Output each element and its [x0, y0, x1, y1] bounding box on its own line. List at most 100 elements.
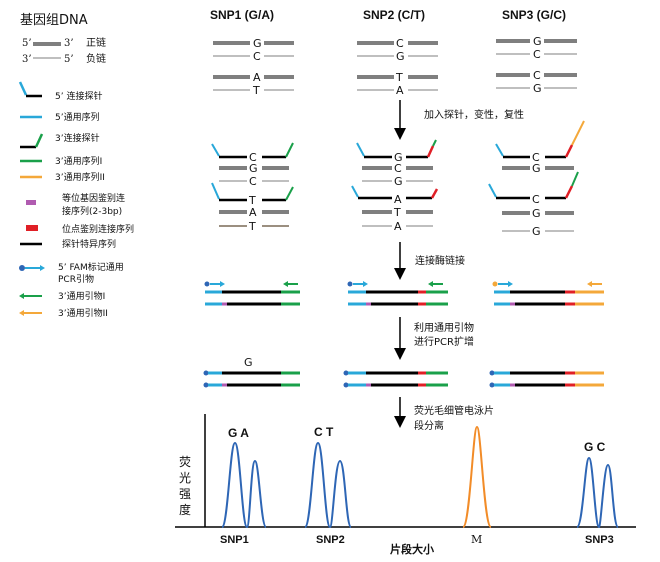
- snp3-lig-fam-arrowhead: [508, 281, 513, 287]
- snp3-b-3-tail: [571, 171, 579, 187]
- pos-strand-left-label: 5’: [22, 38, 32, 49]
- snp3-base-4: G: [533, 82, 542, 95]
- marker-peak: [462, 425, 492, 528]
- legend-title: 基因组DNA: [20, 13, 88, 28]
- row-probes-annealed: C G C T A T G C G A: [211, 120, 585, 238]
- legend-primer-I-arrowhead: [19, 293, 24, 299]
- snp3-pcr-a-dot: [489, 370, 495, 376]
- snp3-b-locus: [564, 185, 574, 199]
- ylabel-char-3: 强: [179, 487, 191, 501]
- snp1-peak-labels: G A: [228, 426, 249, 440]
- ylabel-char-1: 荧: [179, 455, 191, 469]
- snp3-pos2-left: [496, 73, 530, 77]
- snp1-a-3-tail: [285, 142, 294, 158]
- snp3-lig-fam-dot: [492, 281, 498, 287]
- snp2-base-4: A: [396, 84, 404, 97]
- snp1-a-base-2: G: [249, 162, 258, 175]
- snp2-a-strand-left: [362, 166, 392, 170]
- pos-strand-right-label: 3’: [64, 38, 74, 49]
- legend-item-fam: 5’ FAM标记通用: [58, 261, 124, 273]
- snp1-lig-primer-I-head: [283, 281, 288, 287]
- snp3-lig-primer-II-head: [587, 281, 592, 287]
- snp2-a-locus: [426, 145, 435, 158]
- snp1-pos-right: [264, 41, 294, 45]
- legend-item-allele-2: 接序列(2-3bp): [62, 205, 122, 217]
- snp3-peak-labels: G C: [584, 440, 606, 454]
- snp3-a-3-tail: [571, 120, 585, 146]
- x-tick-snp2: SNP2: [316, 534, 345, 546]
- snp2-b-locus: [430, 188, 439, 199]
- legend-primer-II-arrowhead: [19, 310, 24, 316]
- ylabel-char-4: 度: [179, 502, 191, 517]
- legend-item-probe-specific: 探针特异序列: [62, 238, 116, 250]
- snp2-b-base-3: A: [394, 220, 402, 233]
- snp1-a-strand-left: [219, 166, 247, 170]
- snp1-a-base-3: C: [249, 175, 257, 188]
- electropherogram: 荧 光 强 度 G A C T G C SNP1 SNP2 M SNP3 片段大…: [175, 414, 636, 556]
- snp1-pos-left: [213, 41, 250, 45]
- snp2-lig-primer-I-head: [428, 281, 433, 287]
- snp3-b-5-tail: [488, 183, 497, 198]
- legend-3-probe-tail: [34, 133, 44, 148]
- snp3-pos-left: [496, 39, 530, 43]
- snp2-pcr-b-dot: [343, 382, 349, 388]
- snp2-base-3: T: [395, 71, 403, 84]
- snp3-base-2: C: [533, 48, 541, 61]
- snp2-lig-fam-arrowhead: [363, 281, 368, 287]
- legend-allele-swatch: [26, 200, 36, 205]
- legend-5-probe-tail: [18, 81, 28, 96]
- snp3-pos2-right: [544, 73, 577, 77]
- snp2-pos-right: [408, 41, 438, 45]
- snp2-a-base-2: C: [394, 162, 402, 175]
- legend-item-locus: 位点鉴别连接序列: [62, 223, 134, 235]
- snp2-b-base-2: T: [393, 206, 401, 219]
- legend-item-5-probe: 5’ 连接探针: [55, 90, 102, 102]
- snp1-b-5-tail: [211, 182, 220, 200]
- legend-item-3-universal-II: 3’通用序列II: [55, 171, 105, 183]
- legend-item-fam-2: PCR引物: [58, 273, 94, 285]
- snp3-a-5-tail: [495, 143, 504, 157]
- snp-headers: SNP1 (G/A) SNP2 (C/T) SNP3 (G/C): [210, 8, 566, 22]
- snp3-base-3: C: [533, 69, 541, 82]
- legend-fam-dot: [19, 265, 25, 271]
- row-pcr-products: G: [203, 356, 604, 388]
- legend-panel: 基因组DNA 5’ 3’ 正链 3’ 5’ 负链 5’ 连接探针 5’通用序列 …: [18, 13, 134, 319]
- snp3-b-strand-right: [545, 211, 574, 215]
- snp2-pos2-left: [357, 75, 394, 79]
- legend-item-5-universal: 5’通用序列: [55, 111, 100, 123]
- step2-label: 连接酶链接: [415, 254, 465, 267]
- row-genomic-dna: G C A T C G T A G C C G: [213, 35, 577, 97]
- snp3-b-base-1: C: [532, 193, 540, 206]
- snp2-peaks: [304, 441, 352, 529]
- snp3-title: SNP3 (G/C): [502, 8, 566, 22]
- snp1-b-strand-left: [219, 210, 247, 214]
- snp2-b-strand-left: [362, 210, 392, 214]
- row-ligated-products: [204, 281, 604, 306]
- snp1-lig-fam-dot: [204, 281, 210, 287]
- pcr-label-g: G: [244, 356, 253, 369]
- pos-strand-label: 正链: [86, 36, 106, 49]
- step3-label-1: 利用通用引物: [414, 321, 474, 334]
- snp3-peaks: [576, 456, 619, 529]
- snp1-title: SNP1 (G/A): [210, 8, 274, 22]
- snp1-peaks: [221, 441, 267, 529]
- snp1-base-2: C: [253, 50, 261, 63]
- snp2-title: SNP2 (C/T): [363, 8, 425, 22]
- snp3-a-locus: [564, 144, 574, 158]
- legend-item-allele: 等位基因鉴别连: [62, 192, 125, 204]
- snp2-a-strand-right: [406, 166, 433, 170]
- snp3-b-base-3: G: [532, 225, 541, 238]
- snp2-a-base-1: G: [394, 151, 403, 164]
- snp2-pos-left: [357, 41, 394, 45]
- snp2-pcr-a-dot: [343, 370, 349, 376]
- snp1-pos2-left: [213, 75, 250, 79]
- snp2-pos2-right: [408, 75, 438, 79]
- snp2-base-2: G: [396, 50, 405, 63]
- snp1-b-3-tail: [285, 186, 294, 201]
- snp1-a-5-tail: [211, 143, 220, 157]
- pos-strand-line: [33, 42, 61, 46]
- snp1-lig-fam-arrowhead: [220, 281, 225, 287]
- legend-item-3-universal-I: 3’通用序列I: [55, 155, 102, 167]
- snp2-a-base-3: G: [394, 175, 403, 188]
